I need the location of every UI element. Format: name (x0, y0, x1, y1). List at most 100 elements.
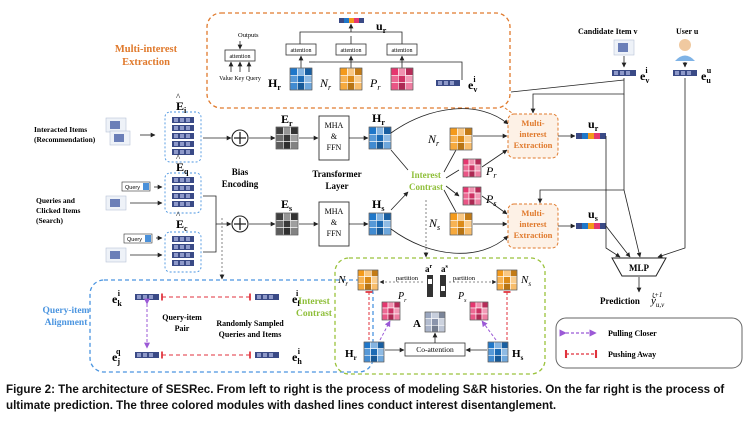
partition-label-right: partition (453, 275, 476, 282)
matrix-cell (474, 170, 482, 178)
matrix-cell (494, 341, 502, 349)
matrix-cell (297, 75, 305, 83)
matrix-cell (376, 134, 384, 142)
A-label: A (413, 318, 421, 330)
y-hat-label: ŷu,vt+1 (650, 291, 665, 309)
P-r-matrix-bottom (381, 301, 401, 321)
matrix-cell (283, 220, 291, 228)
E-s-label: Es (281, 197, 292, 213)
H-s-label-bottom: Hs (512, 348, 524, 362)
e-v-i-vector-top (436, 80, 460, 86)
matrix-cell (494, 348, 502, 356)
interest-contrast-module-border (334, 257, 546, 375)
N-r-label-top: Nr (319, 76, 332, 92)
matrix-cell (449, 142, 458, 151)
matrix-cell (457, 142, 465, 151)
query-chip-2: Query (123, 233, 153, 244)
e-v-i-label-right: evi (640, 66, 649, 85)
matrix-cell (383, 212, 392, 221)
multi-interest-extraction-box-search (507, 203, 559, 249)
P-s-matrix (462, 186, 482, 206)
matrix-cell (464, 220, 473, 228)
E-i-embedding-stack (164, 111, 202, 163)
svg-text:MHA&FFN: MHA&FFN (325, 121, 344, 152)
matrix-cell (405, 82, 414, 91)
user-avatar-icon (675, 39, 695, 61)
matrix-cell (275, 212, 284, 221)
matrix-cell (487, 355, 495, 363)
matrix-cell (405, 67, 414, 76)
matrix-cell (469, 307, 477, 315)
P-r-label-top: Pr (369, 76, 381, 92)
e-h-i-label: ehi (292, 347, 302, 366)
matrix-cell (469, 313, 477, 321)
matrix-cell (371, 269, 379, 277)
P-r-label: Pr (485, 164, 497, 180)
matrix-cell (449, 212, 458, 221)
matrix-cell (457, 127, 465, 136)
matrix-cell (474, 158, 482, 166)
matrix-cell (474, 198, 482, 206)
matrix-cell (449, 220, 458, 228)
H-s-label: Hs (372, 197, 384, 213)
matrix-cell (469, 301, 477, 309)
N-s-matrix-bottom (496, 269, 518, 291)
matrix-cell (510, 276, 518, 284)
matrix-cell (510, 269, 518, 277)
matrix-cell (383, 227, 392, 236)
matrix-cell (481, 307, 489, 315)
P-s-label: Ps (485, 192, 496, 208)
product-thumbnail-1 (105, 117, 127, 133)
matrix-cell (368, 212, 377, 221)
legend-pushing-away: Pushing Away (608, 350, 656, 359)
matrix-cell (377, 341, 385, 349)
N-r-matrix (449, 127, 473, 151)
matrix-cell (387, 307, 395, 315)
N-r-matrix-top (339, 67, 363, 91)
matrix-cell (370, 348, 378, 356)
mha-ffn-box-rec: MHA&FFN (318, 115, 350, 161)
candidate-item-thumbnail (613, 39, 635, 56)
matrix-cell (339, 75, 348, 83)
matrix-cell (468, 164, 476, 172)
matrix-cell (376, 212, 384, 221)
candidate-item-label: Candidate Item v (578, 27, 638, 36)
svg-text:Query: Query (125, 185, 140, 191)
matrix-cell (393, 301, 401, 309)
matrix-cell (290, 227, 299, 236)
plus-circle-rec (231, 129, 249, 147)
matrix-cell (398, 75, 406, 83)
N-s-label-bottom: Ns (520, 274, 531, 288)
matrix-cell (468, 186, 476, 194)
E-q-embedding-stack (164, 172, 202, 214)
matrix-cell (370, 341, 378, 349)
E-s-matrix (275, 212, 299, 236)
matrix-cell (368, 126, 377, 135)
matrix-cell (457, 227, 465, 236)
svg-text:attention: attention (341, 48, 362, 54)
matrix-cell (424, 311, 432, 319)
matrix-cell (383, 141, 392, 150)
matrix-cell (275, 220, 284, 228)
P-s-label-bottom: Ps (457, 291, 467, 304)
matrix-cell (398, 82, 406, 91)
matrix-cell (501, 341, 509, 349)
u-r-label: ur (588, 117, 599, 133)
matrix-cell (381, 313, 389, 321)
e-k-i-vector (135, 294, 159, 300)
matrix-cell (354, 82, 363, 91)
matrix-cell (376, 126, 384, 135)
u-r-label-top: ur (376, 19, 387, 35)
product-thumbnail-3 (105, 195, 127, 211)
matrix-cell (364, 269, 372, 277)
matrix-cell (464, 212, 473, 221)
matrix-cell (357, 276, 365, 284)
query-item-alignment-module-border (89, 279, 374, 373)
matrix-cell (438, 325, 446, 333)
N-r-label: Nr (427, 132, 440, 148)
matrix-cell (283, 212, 291, 221)
